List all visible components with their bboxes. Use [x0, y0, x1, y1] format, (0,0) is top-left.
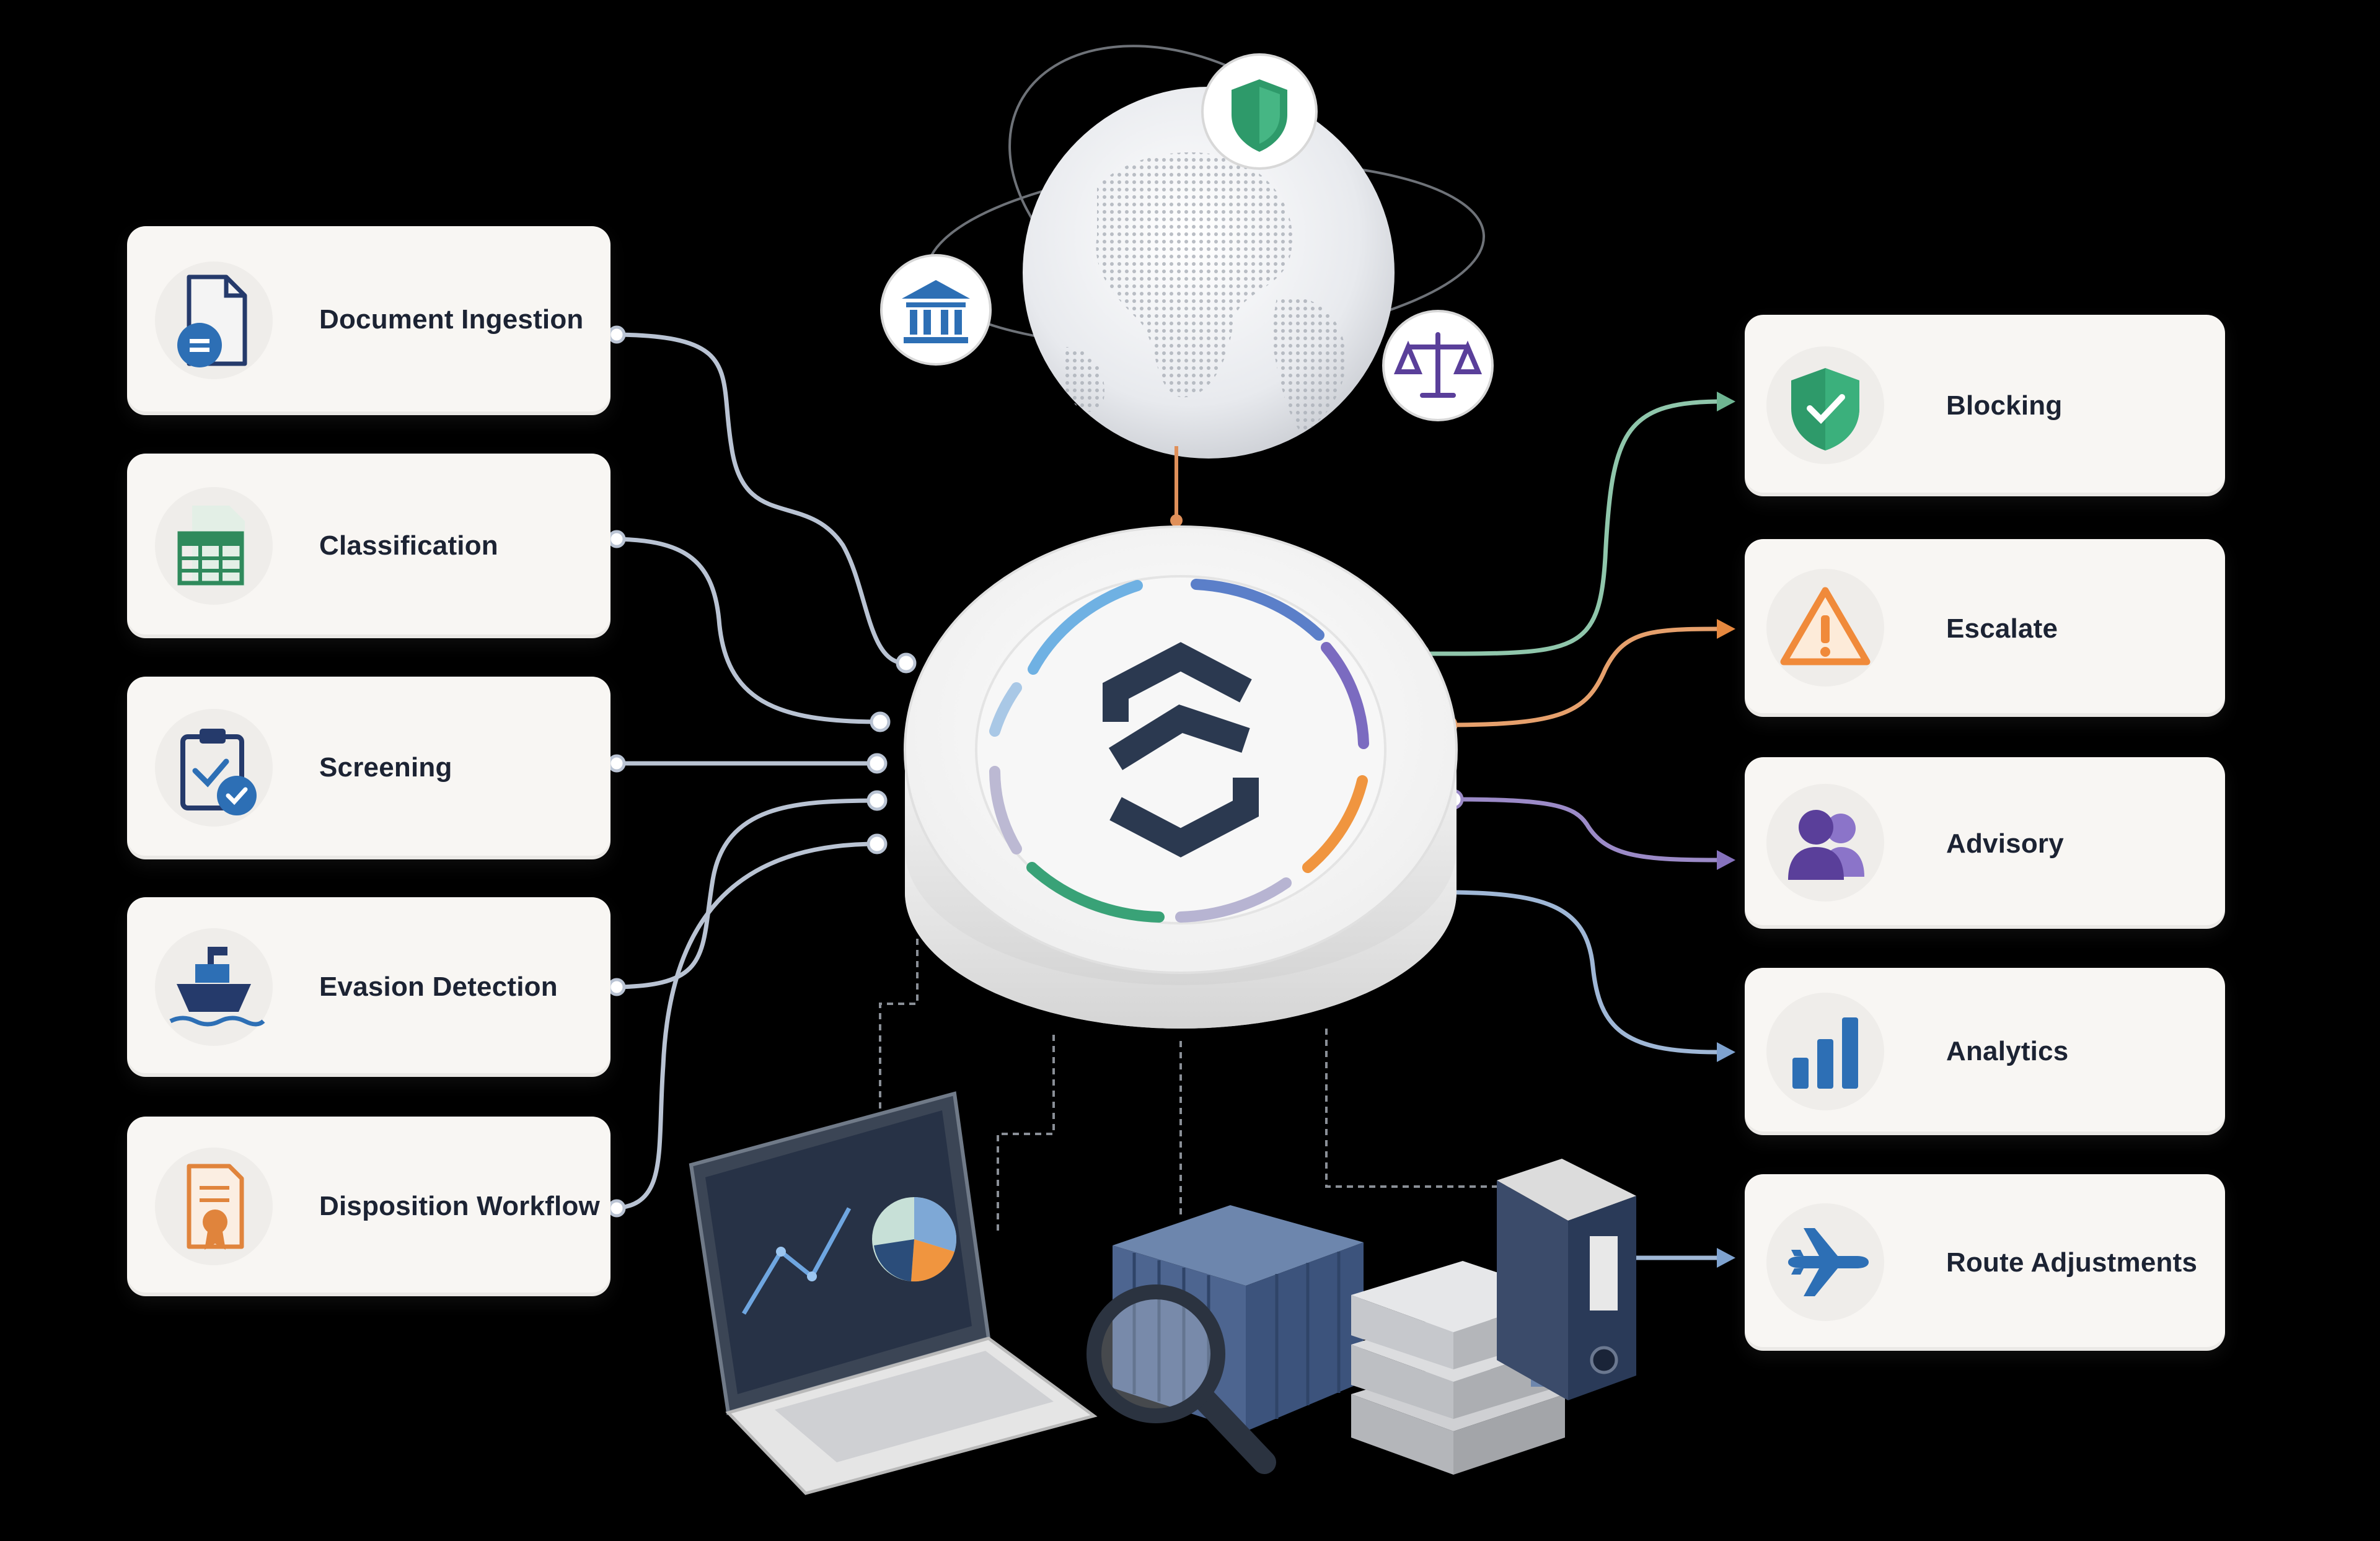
spreadsheet-icon-badge	[155, 487, 273, 605]
output-connectors	[1417, 399, 1719, 1260]
airplane-icon-badge	[1766, 1203, 1884, 1321]
certificate-icon-badge	[155, 1148, 273, 1265]
output-label-route-adjustments: Route Adjustments	[1946, 1247, 2198, 1278]
shield-check-icon	[1791, 368, 1859, 450]
input-label-document-ingestion: Document Ingestion	[319, 304, 584, 335]
hub-status-ring	[989, 579, 1369, 923]
warning-icon	[1780, 587, 1871, 665]
input-label-screening: Screening	[319, 752, 452, 783]
output-label-analytics: Analytics	[1946, 1036, 2069, 1066]
hub-bottom-links	[879, 939, 1512, 1233]
output-card-analytics[interactable]: Analytics	[1745, 968, 2225, 1135]
ship-icon-badge	[155, 928, 273, 1046]
input-card-document-ingestion[interactable]: Document Ingestion	[127, 226, 610, 415]
magnifier-icon	[1086, 1284, 1276, 1474]
laptop-dashboard	[689, 1091, 1098, 1495]
scales-icon	[1393, 332, 1483, 398]
input-label-evasion-detection: Evasion Detection	[319, 972, 558, 1002]
pie-chart-icon	[872, 1197, 957, 1282]
hub-logo-icon	[1103, 642, 1259, 858]
output-card-advisory[interactable]: Advisory	[1745, 757, 2225, 929]
document-stack	[1351, 1261, 1565, 1475]
clipboard-check-icon-badge	[155, 709, 273, 827]
binder	[1497, 1159, 1636, 1400]
ship-icon	[169, 947, 265, 1027]
globe-satellite-shield	[1201, 53, 1318, 170]
output-label-escalate: Escalate	[1946, 613, 2058, 644]
input-card-screening[interactable]: Screening	[127, 677, 610, 859]
document-icon	[177, 274, 247, 367]
users-icon-badge	[1766, 784, 1884, 902]
certificate-icon	[187, 1164, 244, 1250]
output-label-blocking: Blocking	[1946, 390, 2063, 421]
bar-chart-icon	[1792, 1017, 1858, 1089]
shield-check-icon-badge	[1766, 346, 1884, 464]
bank-icon	[902, 280, 970, 343]
cargo-container	[1113, 1205, 1364, 1431]
output-card-route-adjustments[interactable]: Route Adjustments	[1745, 1174, 2225, 1351]
input-label-disposition-workflow: Disposition Workflow	[319, 1191, 600, 1221]
airplane-icon	[1788, 1228, 1869, 1296]
globe-satellite-bank	[880, 254, 992, 366]
input-connector-nodes	[607, 325, 917, 1218]
input-connectors	[608, 332, 907, 1211]
clipboard-check-icon	[180, 729, 257, 815]
input-card-disposition-workflow[interactable]: Disposition Workflow	[127, 1117, 610, 1296]
input-card-evasion-detection[interactable]: Evasion Detection	[127, 897, 610, 1077]
globe-satellite-scales	[1382, 310, 1494, 421]
central-hub	[904, 525, 1458, 1029]
warning-icon-badge	[1766, 569, 1884, 687]
output-label-advisory: Advisory	[1946, 828, 2064, 859]
document-icon-badge	[155, 261, 273, 379]
output-card-escalate[interactable]: Escalate	[1745, 539, 2225, 717]
output-card-blocking[interactable]: Blocking	[1745, 315, 2225, 496]
input-card-classification[interactable]: Classification	[127, 454, 610, 638]
input-label-classification: Classification	[319, 530, 498, 561]
users-icon	[1788, 810, 1864, 880]
output-arrowheads	[1717, 392, 1735, 1268]
spreadsheet-icon	[177, 506, 245, 586]
globe-illustration	[1023, 87, 1395, 459]
bar-chart-icon-badge	[1766, 993, 1884, 1110]
